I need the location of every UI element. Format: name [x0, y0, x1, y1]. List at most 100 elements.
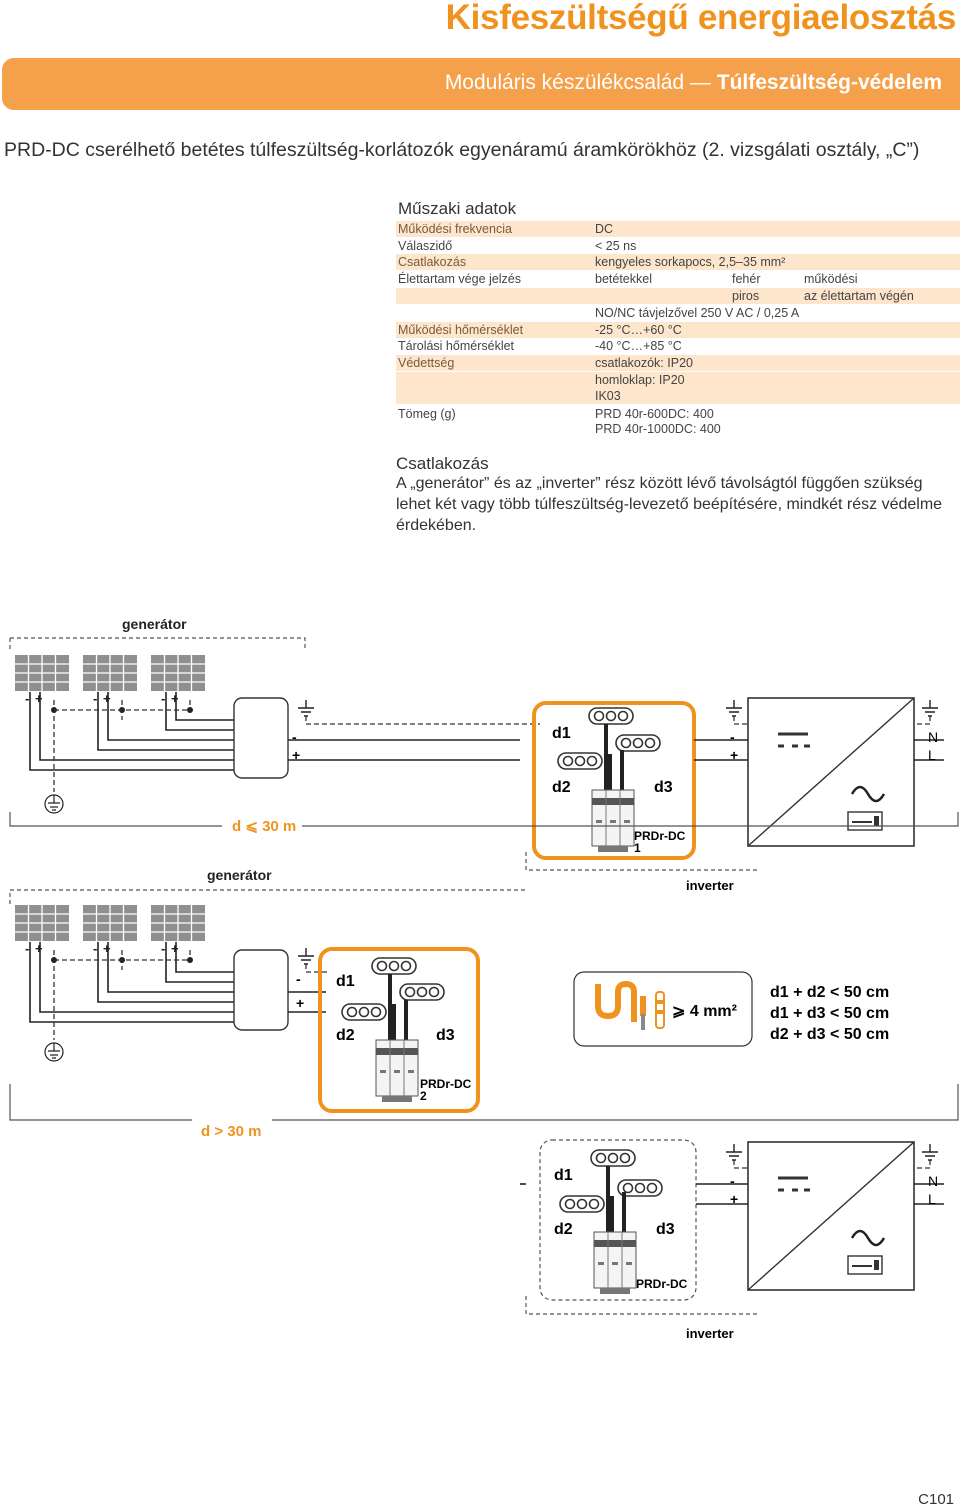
svg-text:+: +	[35, 941, 43, 956]
connection-title: Csatlakozás	[396, 454, 489, 473]
spec-value: az élettartam végén	[804, 289, 914, 303]
pv-panel-icon	[150, 654, 206, 692]
prd-highlight-frame	[532, 701, 696, 860]
d1-label: d1	[552, 725, 571, 742]
arrester-icon	[375, 1039, 419, 1103]
spec-label: Működési frekvencia	[398, 222, 512, 236]
spec-label: Tömeg (g)	[398, 407, 456, 421]
spec-value: homloklap: IP20	[595, 373, 685, 387]
prd-inverter-frame	[539, 1139, 697, 1301]
spec-value: DC	[595, 222, 614, 236]
ground-icon	[725, 699, 743, 717]
ground-icon	[921, 1143, 939, 1161]
generator-label-bottom: generátor	[207, 867, 272, 883]
spec-value: betétekkel	[595, 272, 652, 286]
pv-panel-icon	[150, 904, 206, 942]
inverter-label-bottom: inverter	[686, 1326, 734, 1341]
spec-row: homloklap: IP20	[396, 372, 960, 388]
spec-row: NO/NC távjelzővel 250 V AC / 0,25 A	[396, 305, 960, 321]
spec-row: Tömeg (g) PRD 40r-600DC: 400	[396, 406, 960, 422]
d3-label: d3	[436, 1027, 455, 1044]
generator-label-top: generátor	[122, 616, 187, 632]
rule-1: d1 + d2 < 50 cm	[770, 984, 889, 1001]
spec-value: fehér	[732, 272, 761, 286]
l-label: L	[928, 1191, 936, 1207]
svg-text:+: +	[171, 691, 179, 706]
rule-3: d2 + d3 < 50 cm	[770, 1026, 889, 1043]
svg-text:-: -	[161, 941, 165, 956]
ground-icon	[297, 699, 315, 717]
section-band-text: Moduláris készülékcsalád — Túlfeszültség…	[445, 71, 942, 95]
cross-section-label: ⩾ 4 mm²	[672, 1003, 737, 1020]
d2-label: d2	[552, 779, 571, 796]
d1-label: d1	[554, 1167, 573, 1184]
svg-text:+: +	[171, 941, 179, 956]
prd-number: 1	[634, 841, 641, 855]
plus-label: +	[296, 995, 304, 1011]
distance-label-long: d > 30 m	[201, 1123, 261, 1140]
spec-label: Védettség	[398, 356, 455, 370]
spec-row: Működési hőmérséklet -25 °C…+60 °C	[396, 322, 960, 338]
scheme-bottom: generátor -+ -+ -+ - + d1 d2 d3	[9, 867, 959, 1341]
spec-value: IK03	[595, 389, 621, 403]
earth-icon	[44, 794, 64, 814]
spec-label: Tárolási hőmérséklet	[398, 339, 515, 353]
svg-text:-: -	[25, 941, 29, 956]
minus-label: -	[292, 729, 297, 745]
pv-panel-icon	[14, 904, 70, 942]
spec-label: Csatlakozás	[398, 255, 467, 269]
page-number: C101	[918, 1491, 954, 1508]
spec-value: PRD 40r-1000DC: 400	[595, 422, 721, 436]
spec-row: Csatlakozás kengyeles sorkapocs, 2,5–35 m…	[396, 254, 960, 270]
prd-highlight-frame	[318, 947, 480, 1113]
plus-label: +	[292, 747, 300, 763]
pv-panel-icon	[82, 654, 138, 692]
inverter-label-top: inverter	[686, 878, 734, 893]
prd-label: PRDr-DC	[634, 829, 686, 843]
d2-label: d2	[554, 1221, 573, 1238]
spec-value: PRD 40r-600DC: 400	[595, 407, 714, 421]
spec-row: IK03	[396, 388, 960, 404]
minus-label: -	[730, 729, 735, 745]
spec-label: Válaszidő	[398, 239, 453, 253]
earth-icon	[44, 1042, 64, 1062]
wiring-diagram: generátor -+ -+ -+ - + d1 d2 d3	[9, 616, 959, 1341]
minus-label: -	[296, 971, 301, 987]
distance-label-short: d ⩽ 30 m	[232, 818, 296, 835]
spec-value: -25 °C…+60 °C	[595, 323, 682, 337]
spec-value: kengyeles sorkapocs, 2,5–35 mm²	[595, 255, 786, 269]
ground-icon	[725, 1143, 743, 1161]
l-label: L	[928, 747, 936, 763]
combiner-box	[233, 949, 289, 1031]
spec-value: NO/NC távjelzővel 250 V AC / 0,25 A	[595, 306, 800, 320]
spec-value: piros	[732, 289, 760, 303]
svg-text:+: +	[103, 941, 111, 956]
svg-text:+: +	[35, 691, 43, 706]
svg-text:-: -	[25, 691, 29, 706]
plus-label: +	[730, 1191, 738, 1207]
spec-label: Élettartam vége jelzés	[398, 272, 521, 286]
spec-value: -40 °C…+85 °C	[595, 339, 682, 353]
plus-label: +	[730, 747, 738, 763]
minus-label: -	[730, 1173, 735, 1189]
band-prefix: Moduláris készülékcsalád —	[444, 71, 717, 94]
svg-text:-: -	[93, 941, 97, 956]
spec-label: Működési hőmérséklet	[398, 323, 524, 337]
band-bold: Túlfeszültség-védelem	[716, 71, 942, 94]
specs-title: Műszaki adatok	[398, 199, 517, 218]
rule-2: d1 + d3 < 50 cm	[770, 1005, 889, 1022]
pv-panel-icon	[14, 654, 70, 692]
section-band: Moduláris készülékcsalád — Túlfeszültség…	[2, 58, 960, 110]
svg-text:-: -	[161, 691, 165, 706]
arrester-icon	[593, 1231, 637, 1295]
scheme-top: generátor -+ -+ -+ - + d1 d2 d3	[9, 616, 959, 893]
combiner-box	[233, 697, 289, 779]
arrester-icon	[591, 789, 635, 853]
svg-text:+: +	[103, 691, 111, 706]
svg-text:-: -	[93, 691, 97, 706]
page-title: Kisfeszültségű energiaelosztás	[445, 0, 957, 37]
n-label: N	[928, 1173, 938, 1189]
d3-label: d3	[654, 779, 673, 796]
